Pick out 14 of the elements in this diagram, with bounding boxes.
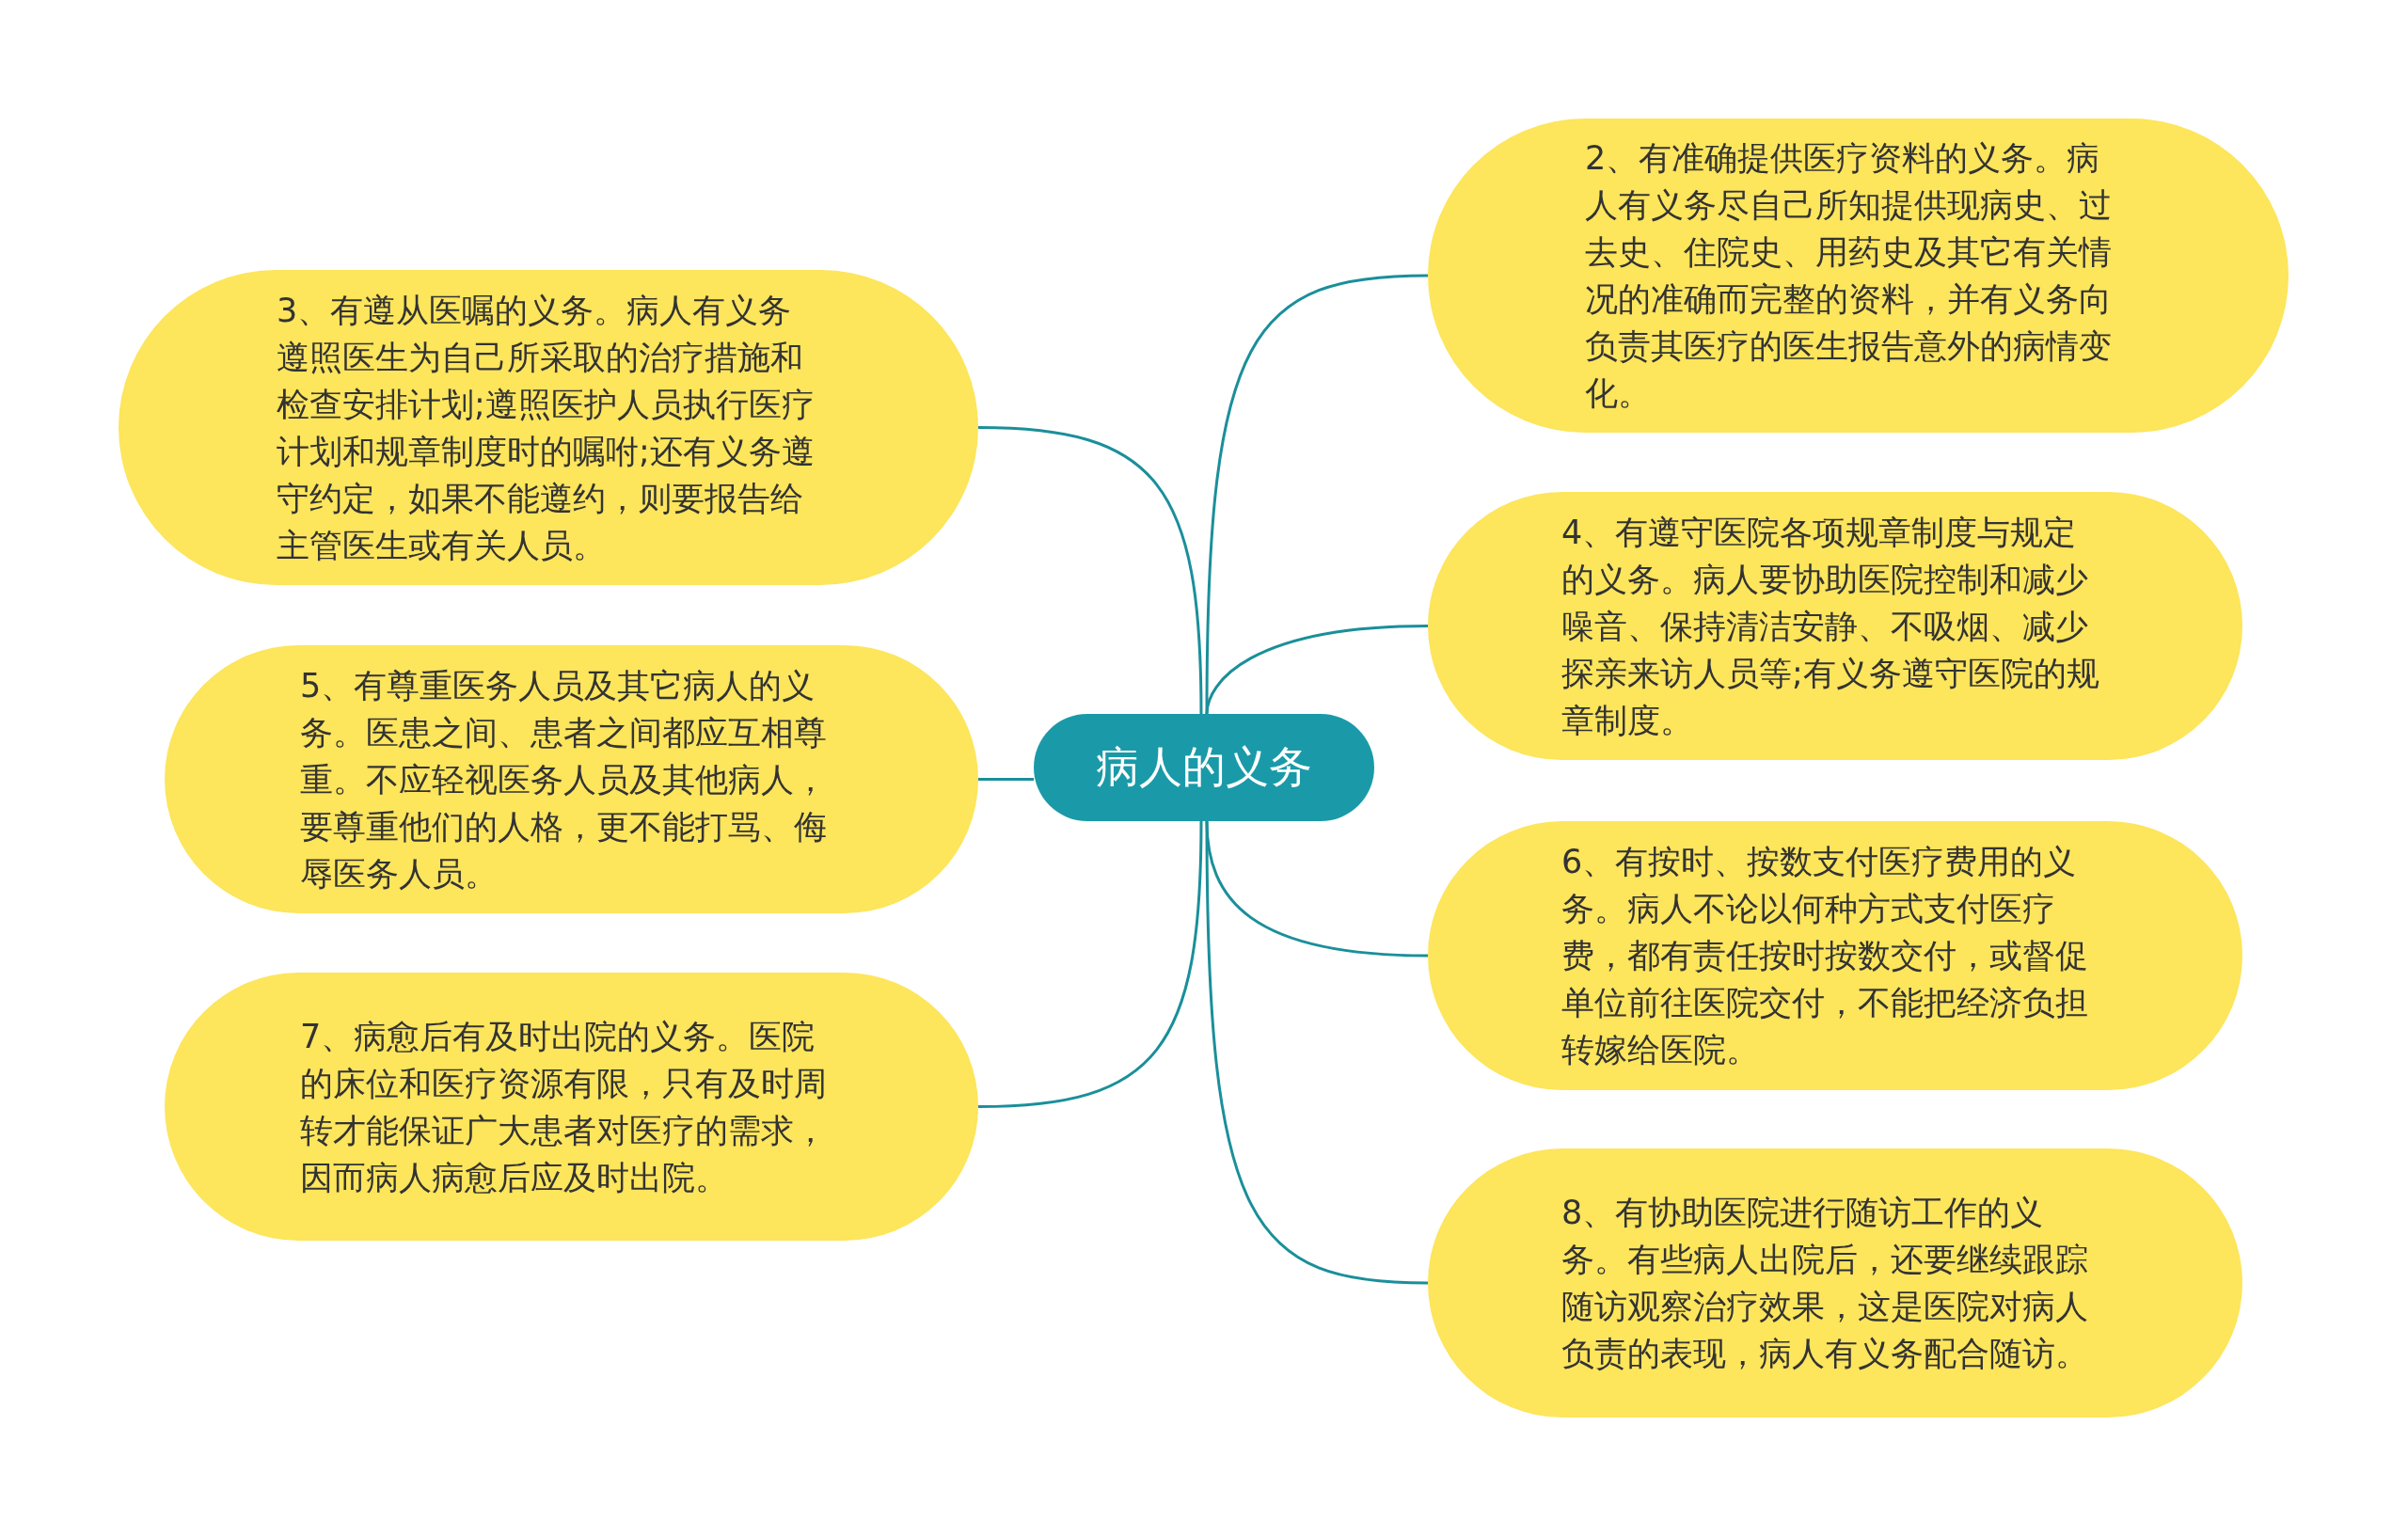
topic-text: 8、有协助医院进行随访工作的义务。有些病人出院后，还要继续跟踪随访观察治疗效果，这是医院对病人负责的表现，病人有义务配合随访。 — [1561, 1193, 2089, 1374]
connector-line — [1205, 821, 1429, 1285]
topic-text: 7、病愈后有及时出院的义务。医院的床位和医疗资源有限，只有及时周转才能保证广大患者对医疗的需求，因而病人病愈后应及时出院。 — [300, 1016, 828, 1198]
topic-text: 5、有尊重医务人员及其它病人的义务。医患之间、患者之间都应互相尊重。不应轻视医务人员及其他病人，要尊重他们的人格，更不能打骂、侮辱医务人员。 — [300, 665, 828, 895]
connector-line — [978, 778, 1034, 781]
connector-line — [1205, 625, 1429, 715]
topic-text: 2、有准确提供医疗资料的义务。病人有义务尽自己所知提供现病史、过去史、住院史、用药史及其它有关情况的准确而完整的资料，并有义务向负责其医疗的医生报告意外的病情变化。 — [1585, 138, 2113, 414]
topic-text: 4、有遵守医院各项规章制度与规定的义务。病人要协助医院控制和减少噪音、保持清洁安静、不吸烟、减少探亲来访人员等;有义务遵守医院的规章制度。 — [1561, 512, 2100, 741]
connector-line — [977, 426, 1203, 715]
central-topic-text: 病人的义务 — [1096, 740, 1312, 794]
topic-text: 3、有遵从医嘱的义务。病人有义务遵照医生为自己所采取的治疗措施和检查安排计划;遵照医护人员执行医疗计划和规章制度时的嘱咐;还有义务遵守约定，如果不能遵约，则要报告给主管医生或有关人员。 — [277, 290, 816, 566]
connector-line — [977, 820, 1203, 1108]
connector-line — [1205, 274, 1429, 714]
topic-text: 6、有按时、按数支付医疗费用的义务。病人不论以何种方式支付医疗费，都有责任按时按数交付，或督促单位前往医院交付，不能把经济负担转嫁给医院。 — [1561, 842, 2089, 1070]
